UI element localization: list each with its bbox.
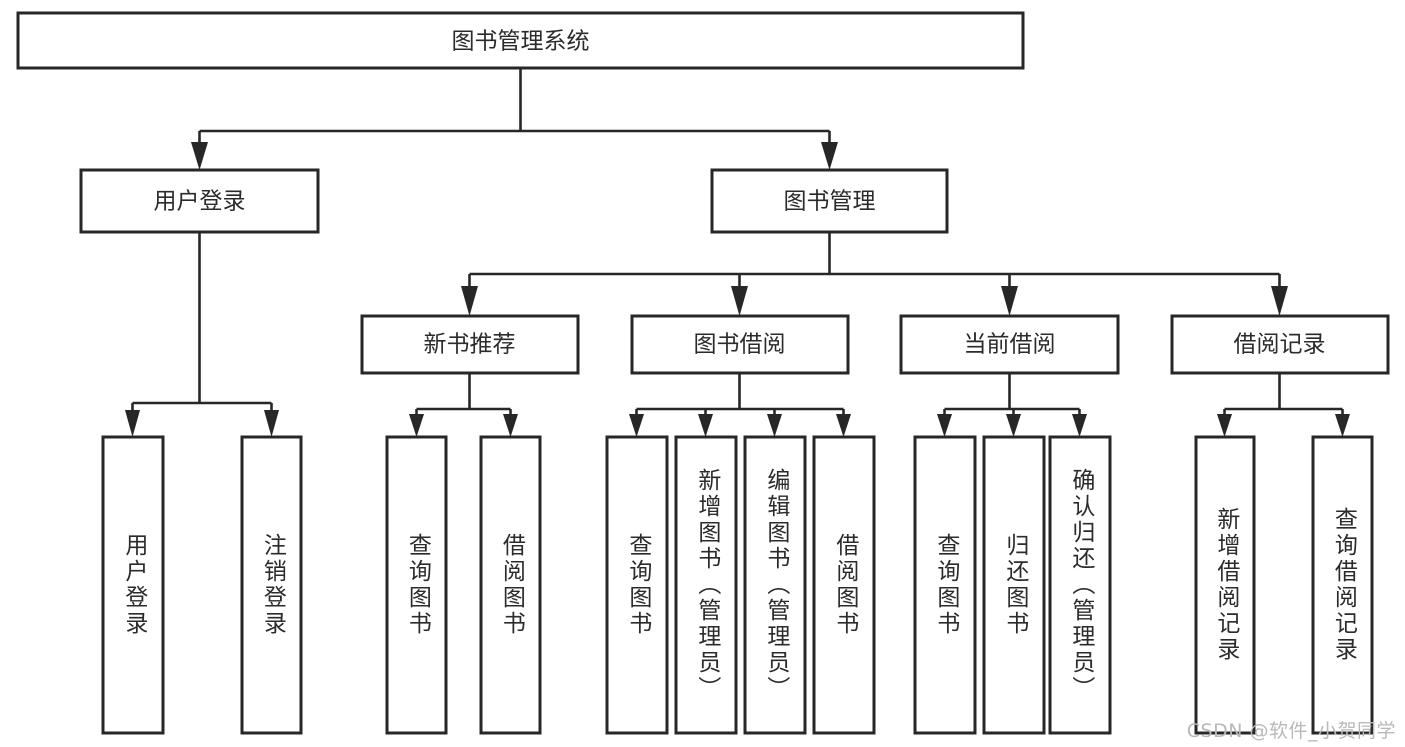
node-new-book-recommend[interactable]: 新书推荐 <box>360 314 580 375</box>
node-book-borrow-label: 图书借阅 <box>694 332 786 358</box>
node-leaf-return-book-box[interactable] <box>982 435 1046 735</box>
node-borrow-record[interactable]: 借阅记录 <box>1170 314 1390 375</box>
arrow-head-leaf-edit-book-admin <box>767 414 782 437</box>
arrow-head-leaf-return-book <box>1006 414 1021 437</box>
node-leaf-add-borrow-record-box[interactable] <box>1194 435 1256 735</box>
node-book-borrow-box[interactable] <box>630 314 850 375</box>
arrow-head-leaf-query-borrow-record <box>1335 414 1350 437</box>
node-borrow-record-label: 借阅记录 <box>1234 332 1326 358</box>
connector-group-book-management-to-level3 <box>461 232 1288 316</box>
node-leaf-confirm-return-admin-box[interactable] <box>1048 435 1112 735</box>
node-leaf-query-borrow-record-box[interactable] <box>1311 435 1374 735</box>
node-current-borrow-label: 当前借阅 <box>964 332 1056 358</box>
node-user-login-box[interactable] <box>79 168 320 234</box>
connector-group-user-login-to-leaves <box>125 232 279 437</box>
connector-group-book-borrow-to-leaves <box>629 373 851 437</box>
arrow-head-leaf-logout <box>264 410 279 437</box>
node-user-login[interactable]: 用户登录 <box>79 168 320 234</box>
arrow-head-book-management <box>821 142 838 170</box>
node-current-borrow-box[interactable] <box>899 314 1120 375</box>
node-leaf-borrow-book-box[interactable] <box>812 435 876 735</box>
node-leaf-borrow-book-recommend-box[interactable] <box>479 435 542 735</box>
node-leaf-query-book-current-box[interactable] <box>913 435 977 735</box>
node-new-book-recommend-box[interactable] <box>360 314 580 375</box>
node-book-borrow[interactable]: 图书借阅 <box>630 314 850 375</box>
arrow-head-leaf-add-borrow-record <box>1217 414 1232 437</box>
arrow-head-leaf-user-login <box>125 410 140 437</box>
arrow-head-borrow-record <box>1271 286 1288 316</box>
connector-group-borrow-record-to-leaves <box>1217 373 1350 437</box>
node-leaf-logout-box[interactable] <box>240 435 303 735</box>
arrow-head-book-borrow <box>731 286 748 316</box>
node-current-borrow[interactable]: 当前借阅 <box>899 314 1120 375</box>
node-leaf-query-book-recommend-box[interactable] <box>385 435 448 735</box>
node-book-management-label: 图书管理 <box>784 189 876 215</box>
arrow-head-leaf-query-book-current <box>937 414 952 437</box>
connector-group-current-borrow-to-leaves <box>937 373 1087 437</box>
node-borrow-record-box[interactable] <box>1170 314 1390 375</box>
csdn-watermark: CSDN @软件_小贺同学 <box>1186 720 1396 742</box>
arrow-head-leaf-query-book-recommend <box>409 414 424 437</box>
node-book-management[interactable]: 图书管理 <box>710 168 949 234</box>
connector-group-root-to-level2 <box>191 68 838 170</box>
arrow-head-leaf-query-book-borrow <box>629 414 644 437</box>
node-root[interactable]: 图书管理系统 <box>16 11 1025 70</box>
arrow-head-leaf-confirm-return-admin <box>1072 414 1087 437</box>
arrow-head-leaf-borrow-book <box>836 414 851 437</box>
arrow-head-leaf-add-book-admin <box>698 414 713 437</box>
connector-group-new-book-recommend-to-leaves <box>409 373 518 437</box>
node-leaf-query-book-borrow-box[interactable] <box>605 435 669 735</box>
node-leaf-edit-book-admin-box[interactable] <box>743 435 807 735</box>
node-new-book-recommend-label: 新书推荐 <box>424 332 516 358</box>
node-root-label: 图书管理系统 <box>452 29 590 55</box>
node-book-management-box[interactable] <box>710 168 949 234</box>
arrow-head-leaf-borrow-book-recommend <box>503 414 518 437</box>
arrow-head-user-login <box>191 142 208 170</box>
node-leaf-user-login-box[interactable] <box>101 435 165 735</box>
node-user-login-label: 用户登录 <box>154 189 246 215</box>
leaf-boxes <box>101 435 1374 735</box>
node-root-box[interactable] <box>16 11 1025 70</box>
arrow-head-current-borrow <box>1001 286 1018 316</box>
arrow-head-new-book-recommend <box>461 286 478 316</box>
node-leaf-add-book-admin-box[interactable] <box>674 435 738 735</box>
